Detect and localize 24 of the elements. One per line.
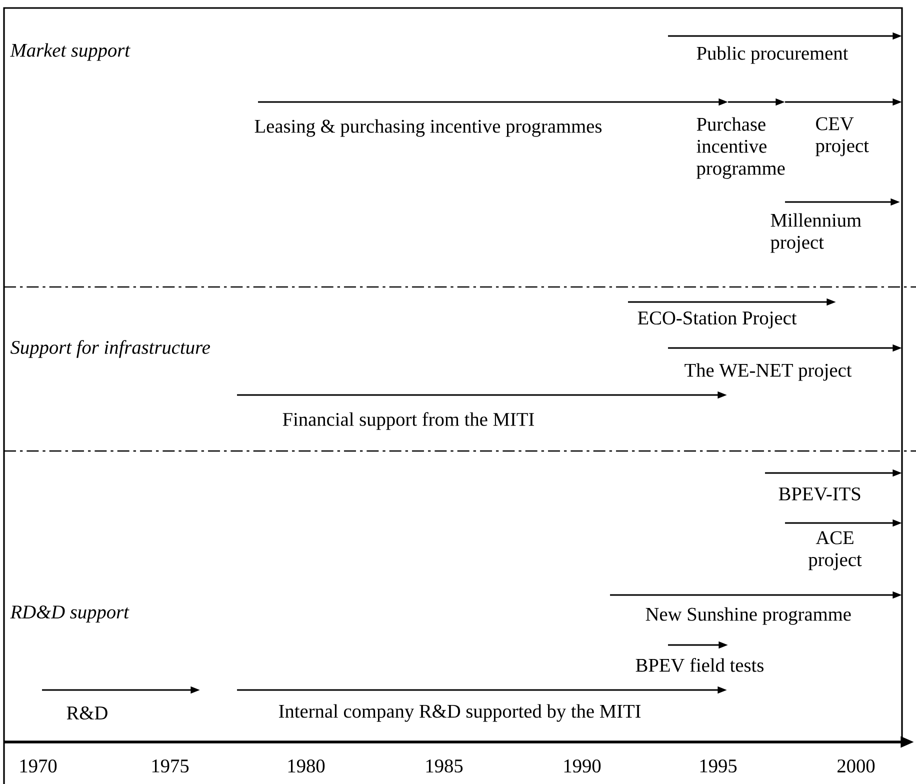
year-label: 1990 bbox=[564, 759, 601, 773]
period-label: BPEV-ITS bbox=[778, 487, 860, 501]
year-label: 1985 bbox=[426, 759, 463, 773]
year-label: 1975 bbox=[152, 760, 189, 772]
section-heading: Support for infrastructure bbox=[10, 340, 210, 358]
period-label: CEV project bbox=[816, 117, 869, 156]
section-heading: RD&D support bbox=[10, 606, 130, 622]
year-label: 1980 bbox=[288, 759, 325, 773]
period-label: R&D bbox=[66, 706, 108, 720]
period-label: The WE-NET project bbox=[684, 363, 852, 381]
period-label: Financial support from the MITI bbox=[282, 412, 534, 430]
period-label: Public procurement bbox=[696, 46, 848, 64]
year-label: 1995 bbox=[700, 760, 737, 772]
period-label: Purchase incentive programme bbox=[696, 117, 785, 179]
period-label: BPEV field tests bbox=[636, 658, 764, 672]
section-heading: Market support bbox=[10, 43, 130, 61]
year-label: 2000 bbox=[838, 759, 875, 773]
year-label: 1970 bbox=[20, 759, 57, 773]
period-label: Millennium project bbox=[770, 213, 862, 253]
period-label: Internal company R&D supported by the MITI bbox=[278, 704, 641, 722]
period-label: Leasing & purchasing incentive programmes bbox=[254, 119, 602, 137]
period-label: ECO-Station Project bbox=[638, 312, 797, 328]
period-label: New Sunshine programme bbox=[646, 607, 851, 625]
period-label: ACE project bbox=[808, 531, 862, 570]
